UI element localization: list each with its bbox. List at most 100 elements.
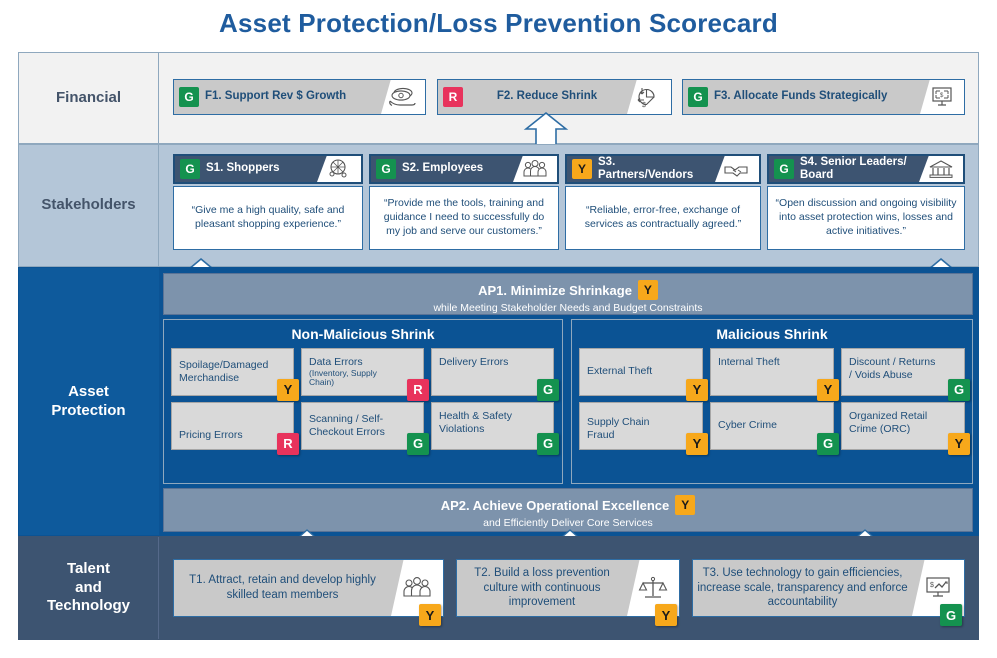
stakeholder-s2[interactable]: G S2. Employees — [369, 154, 559, 184]
group-non-malicious-cells: Spoilage/Damaged Merchandise Y Data Erro… — [164, 348, 562, 456]
stakeholder-s1-quote: “Give me a high quality, safe and pleasa… — [173, 186, 363, 250]
objective-f2[interactable]: R F2. Reduce Shrink $ — [437, 79, 672, 115]
shrink-cell[interactable]: Delivery Errors G — [431, 348, 559, 401]
stakeholder-s3-label: S3. Partners/Vendors — [598, 155, 694, 181]
money-hand-icon — [381, 80, 425, 114]
shrink-cell-label: Scanning / Self-Checkout Errors — [309, 412, 385, 438]
talent-objective-t3-label: T3. Use technology to gain efficiencies,… — [697, 566, 908, 609]
row-stakeholders: Stakeholders G S1. Shoppers “Give me a h… — [18, 144, 979, 267]
group-non-malicious-heading: Non-Malicious Shrink — [291, 326, 435, 342]
shopping-cart-icon — [317, 156, 361, 182]
status-badge-ap1: Y — [637, 280, 658, 300]
svg-text:$: $ — [642, 102, 646, 109]
shrink-cell[interactable]: External Theft Y — [579, 348, 708, 401]
objective-ap1[interactable]: AP1. Minimize Shrinkage Y while Meeting … — [163, 273, 973, 315]
shrink-cell[interactable]: Supply Chain Fraud Y — [579, 402, 708, 455]
objective-ap2-subtitle: and Efficiently Deliver Core Services — [483, 517, 653, 529]
shrink-cell[interactable]: Data Errors (Inventory, Supply Chain) R — [301, 348, 429, 401]
status-badge-s1: G — [180, 159, 200, 179]
status-badge-t2: Y — [655, 604, 677, 626]
status-badge-s2: G — [376, 159, 396, 179]
shrink-cell[interactable]: Cyber Crime G — [710, 402, 839, 455]
objective-f3[interactable]: G F3. Allocate Funds Strategically $ — [682, 79, 965, 115]
shrink-cell[interactable]: Spoilage/Damaged Merchandise Y — [171, 348, 299, 401]
objective-f2-label: F2. Reduce Shrink — [496, 90, 598, 103]
stakeholder-s4-label: S4. Senior Leaders/ Board — [800, 155, 907, 181]
row-talent-body: T1. Attract, retain and develop highly s… — [159, 537, 978, 639]
shrink-cell-sublabel: (Inventory, Supply Chain) — [309, 368, 377, 388]
shrink-cell[interactable]: Internal Theft Y — [710, 348, 839, 401]
shrink-cell[interactable]: Health & Safety Violations G — [431, 402, 559, 455]
objective-f1-label: F1. Support Rev $ Growth — [205, 90, 347, 103]
stakeholder-s1-label: S1. Shoppers — [206, 162, 280, 175]
objective-ap1-title-wrap: AP1. Minimize Shrinkage Y — [164, 274, 972, 300]
status-badge: Y — [817, 379, 839, 401]
status-badge: Y — [686, 433, 708, 455]
shrink-cell[interactable]: Scanning / Self-Checkout Errors G — [301, 402, 429, 455]
status-badge: G — [407, 433, 429, 455]
stakeholder-s1[interactable]: G S1. Shoppers — [173, 154, 363, 184]
status-badge: Y — [277, 379, 299, 401]
shrink-cell-label: Data Errors — [309, 356, 363, 368]
row-label-talent-line2: and — [75, 578, 102, 596]
objective-f1[interactable]: G F1. Support Rev $ Growth — [173, 79, 426, 115]
presentation-budget-icon: $ — [920, 80, 964, 114]
shrink-cell-label: Spoilage/Damaged Merchandise — [179, 358, 269, 384]
arrow-stakeholder-to-financial — [523, 111, 569, 146]
objective-ap2-title-wrap: AP2. Achieve Operational Excellence Y — [164, 489, 972, 515]
shrink-cell-label: Delivery Errors — [439, 356, 509, 368]
shrink-cell[interactable]: Discount / Returns / Voids Abuse G — [841, 348, 970, 401]
status-badge-ap2: Y — [675, 495, 696, 515]
talent-objective-t1-label: T1. Attract, retain and develop highly s… — [189, 574, 376, 601]
objective-ap2[interactable]: AP2. Achieve Operational Excellence Y an… — [163, 488, 973, 532]
status-badge: Y — [686, 379, 708, 401]
stakeholder-s4-quote: “Open discussion and ongoing visibility … — [767, 186, 965, 250]
row-label-asset-protection: Asset Protection — [19, 268, 159, 535]
talent-objective-t3[interactable]: T3. Use technology to gain efficiencies,… — [692, 559, 965, 626]
status-badge-s3: Y — [572, 159, 592, 179]
bank-building-icon — [919, 156, 963, 182]
status-badge-t1: Y — [419, 604, 441, 626]
stakeholder-s2-label: S2. Employees — [402, 162, 484, 175]
group-malicious-cells: External Theft Y Internal Theft Y Discou… — [572, 348, 972, 456]
shrink-cell[interactable]: Organized Retail Crime (ORC) Y — [841, 402, 970, 455]
talent-objective-t2[interactable]: T2. Build a loss prevention culture with… — [456, 559, 680, 626]
row-financial: Financial G F1. Support Rev $ Growth R — [18, 52, 979, 144]
svg-text:$: $ — [930, 582, 934, 589]
shrink-pie-chart-icon: $ — [627, 80, 671, 114]
shrink-cell-label: Discount / Returns / Voids Abuse — [849, 356, 936, 382]
row-label-asset-line2: Protection — [51, 401, 126, 419]
row-financial-body: G F1. Support Rev $ Growth R F2. Reduce … — [159, 53, 978, 143]
shrink-cell-label: Pricing Errors — [179, 428, 243, 441]
objective-ap1-title: AP1. Minimize Shrinkage — [478, 282, 632, 298]
shrink-cell-label: Cyber Crime — [718, 419, 777, 432]
status-badge-s4: G — [774, 159, 794, 179]
status-badge: G — [817, 433, 839, 455]
talent-objective-t1[interactable]: T1. Attract, retain and develop highly s… — [173, 559, 444, 626]
stakeholder-s3[interactable]: Y S3. Partners/Vendors — [565, 154, 761, 184]
talent-objective-t2-label: T2. Build a loss prevention culture with… — [474, 566, 610, 609]
status-badge-t3: G — [940, 604, 962, 626]
row-label-stakeholders: Stakeholders — [19, 145, 159, 266]
row-label-talent-line3: Technology — [46, 597, 131, 615]
row-label-financial: Financial — [19, 53, 159, 143]
status-badge: G — [948, 379, 970, 401]
shrink-cell[interactable]: Pricing Errors R — [171, 402, 299, 455]
group-non-malicious-shrink: Non-Malicious Shrink Spoilage/Damaged Me… — [163, 319, 563, 484]
status-badge: G — [537, 379, 559, 401]
status-badge-f2: R — [443, 87, 463, 107]
stakeholder-s2-quote: “Provide me the tools, training and guid… — [369, 186, 559, 250]
shrink-cell-label: Organized Retail Crime (ORC) — [849, 410, 928, 436]
status-badge-f1: G — [179, 87, 199, 107]
row-stakeholders-body: G S1. Shoppers “Give me a high quality, … — [159, 145, 978, 266]
stakeholder-s4[interactable]: G S4. Senior Leaders/ Board — [767, 154, 965, 184]
status-badge-f3: G — [688, 87, 708, 107]
row-label-talent-line1: Talent — [66, 559, 111, 577]
objective-ap2-title: AP2. Achieve Operational Excellence — [440, 497, 670, 513]
svg-text:$: $ — [940, 93, 944, 99]
shrink-cell-label: External Theft — [587, 365, 653, 378]
status-badge: R — [407, 379, 429, 401]
status-badge: R — [277, 433, 299, 455]
objective-ap1-subtitle: while Meeting Stakeholder Needs and Budg… — [433, 302, 703, 314]
